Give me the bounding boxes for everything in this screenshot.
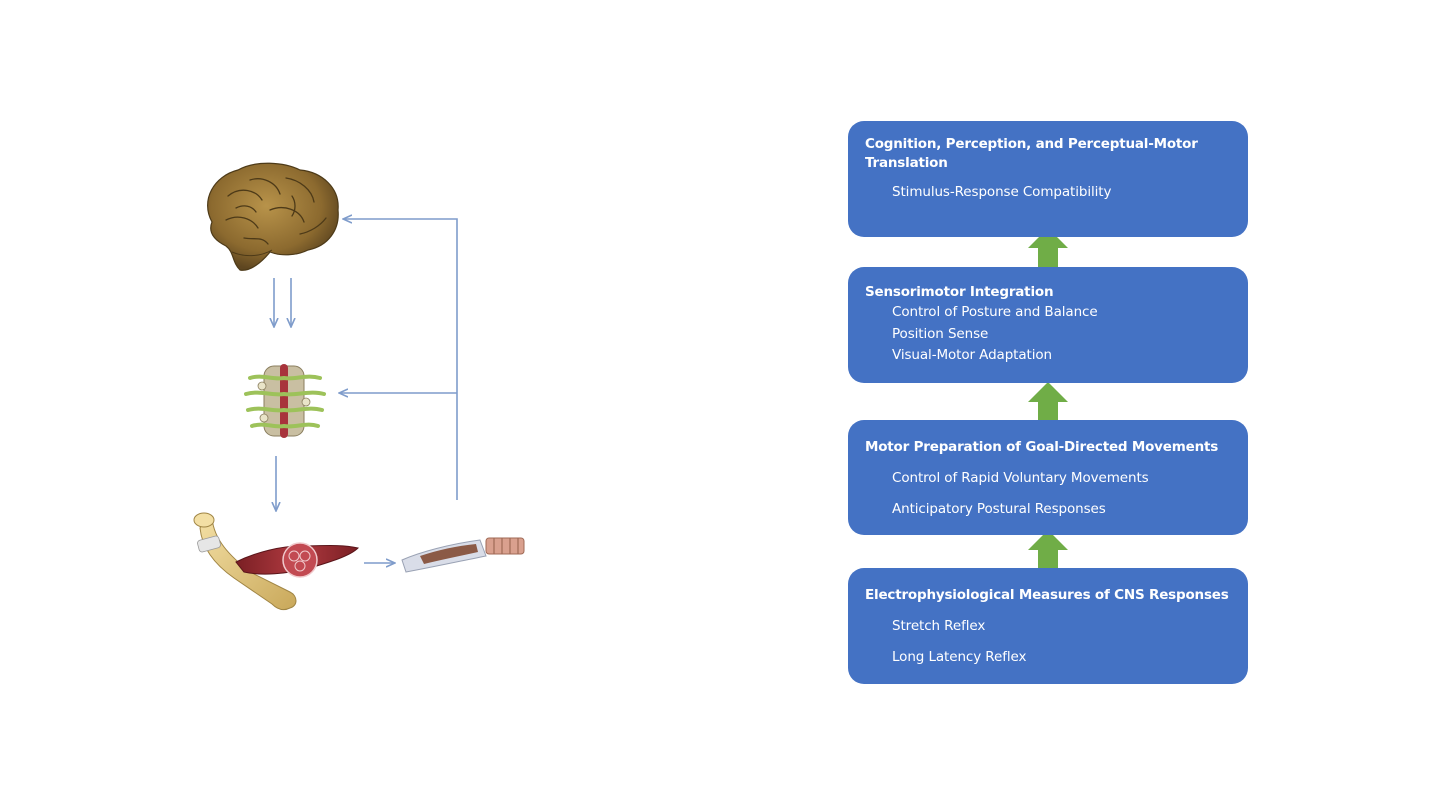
up-arrow-2: [1028, 382, 1068, 422]
box-title: Motor Preparation of Goal-Directed Movem…: [865, 439, 1219, 455]
box-title: Cognition, Perception, and Perceptual-Mo…: [865, 136, 1198, 171]
box-sensorimotor: Sensorimotor Integration Control of Post…: [848, 267, 1248, 383]
box-cognition: Cognition, Perception, and Perceptual-Mo…: [848, 121, 1248, 237]
box-item: Control of Rapid Voluntary Movements: [892, 470, 1149, 486]
box-title: Sensorimotor Integration: [865, 284, 1054, 300]
box-item: Control of Posture and Balance: [892, 304, 1098, 320]
box-item: Position Sense: [892, 325, 989, 342]
box-item: Stretch Reflex: [892, 618, 986, 634]
box-motor-preparation: Motor Preparation of Goal-Directed Movem…: [848, 420, 1248, 535]
up-arrow-1: [1028, 228, 1068, 270]
tendon-receptor-icon: [401, 537, 525, 573]
connector-arrows: [274, 219, 458, 563]
box-item: Stimulus-Response Compatibility: [892, 184, 1112, 200]
box-item: Long Latency Reflex: [892, 649, 1027, 665]
box-item: Anticipatory Postural Responses: [892, 501, 1106, 517]
brain-icon: [207, 162, 339, 271]
up-arrows: [1028, 228, 1068, 572]
up-arrow-3: [1028, 530, 1068, 572]
box-item: Visual-Motor Adaptation: [892, 347, 1053, 363]
box-title: Electrophysiological Measures of CNS Res…: [865, 587, 1229, 603]
box-electrophysiological: Electrophysiological Measures of CNS Res…: [848, 568, 1248, 684]
muscle-bone-icon: [193, 512, 359, 611]
spinal-cord-icon: [244, 364, 326, 438]
